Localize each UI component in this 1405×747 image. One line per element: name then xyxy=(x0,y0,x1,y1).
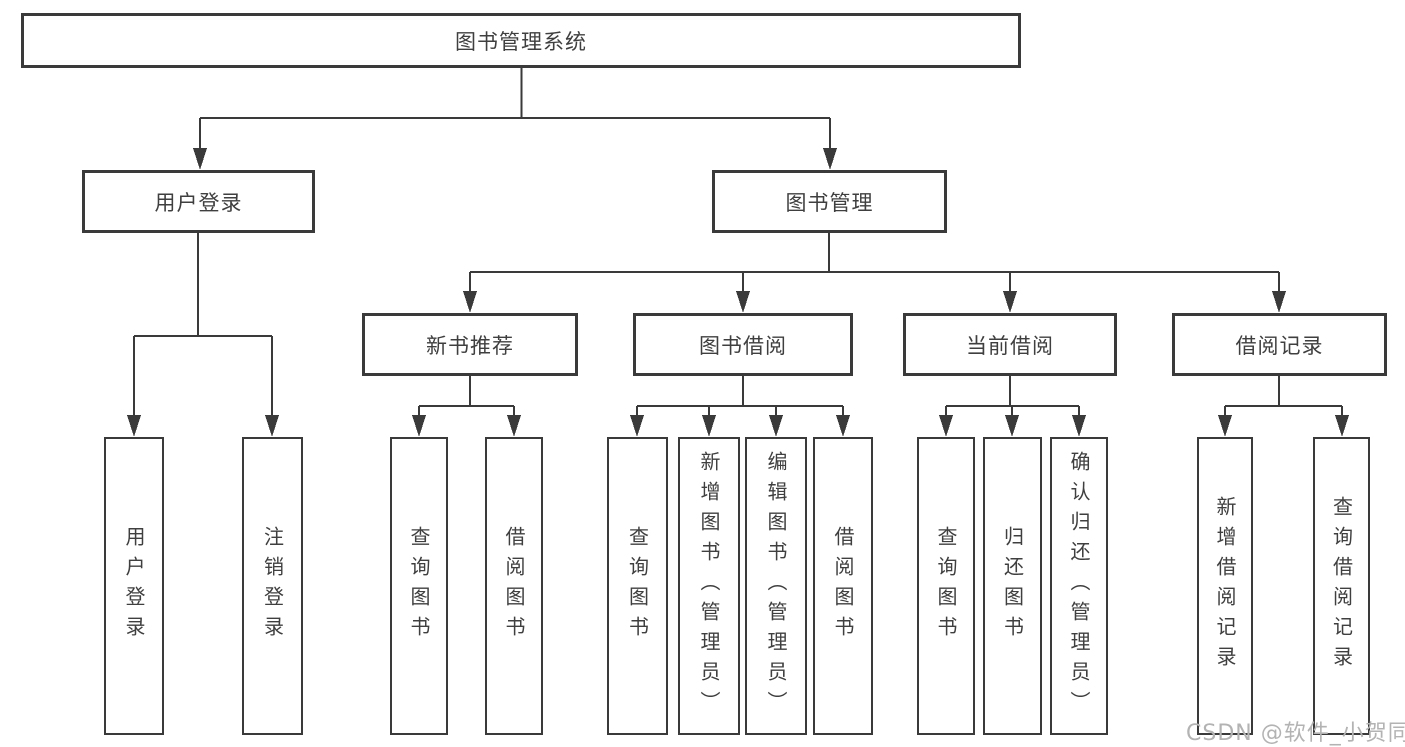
node-label: 借阅记录 xyxy=(1235,333,1324,358)
node-label: 图书借阅 xyxy=(699,333,787,358)
node-borrow-books-borrowing: 借阅图书 xyxy=(813,437,873,735)
node-label: 新增借阅记录 xyxy=(1213,496,1237,676)
node-label: 借阅图书 xyxy=(502,526,526,646)
node-query-books-current: 查询图书 xyxy=(917,437,975,735)
node-return-books: 归还图书 xyxy=(983,437,1042,735)
node-label: 查询借阅记录 xyxy=(1329,496,1354,676)
node-label: 查询图书 xyxy=(934,526,958,646)
node-label: 用户登录 xyxy=(122,526,146,646)
node-label: 编辑图书（管理员） xyxy=(764,451,788,721)
node-add-borrow-record: 新增借阅记录 xyxy=(1197,437,1253,735)
node-user-login: 用户登录 xyxy=(82,170,315,233)
node-logout: 注销登录 xyxy=(242,437,303,735)
node-borrow-books-recommend: 借阅图书 xyxy=(485,437,543,735)
node-label: 用户登录 xyxy=(154,190,243,215)
node-new-book-recommendation: 新书推荐 xyxy=(362,313,578,376)
node-confirm-return-admin: 确认归还（管理员） xyxy=(1050,437,1108,735)
node-query-books-recommend: 查询图书 xyxy=(390,437,448,735)
node-label: 新增图书（管理员） xyxy=(697,451,721,721)
node-label: 图书管理 xyxy=(785,190,874,215)
node-user-login-action: 用户登录 xyxy=(104,437,164,735)
node-label: 新书推荐 xyxy=(426,333,514,358)
node-label: 图书管理系统 xyxy=(455,29,587,54)
node-label: 借阅图书 xyxy=(831,526,855,646)
node-current-borrowing: 当前借阅 xyxy=(903,313,1117,376)
node-label: 注销登录 xyxy=(260,526,285,646)
node-label: 确认归还（管理员） xyxy=(1067,451,1091,721)
node-label: 当前借阅 xyxy=(966,333,1054,358)
node-edit-books-admin: 编辑图书（管理员） xyxy=(745,437,807,735)
csdn-watermark: CSDN @软件_小贺同学 xyxy=(1186,721,1405,746)
node-library-management-system: 图书管理系统 xyxy=(21,13,1021,68)
node-query-borrow-record: 查询借阅记录 xyxy=(1313,437,1370,735)
node-label: 查询图书 xyxy=(625,526,650,646)
node-book-management: 图书管理 xyxy=(712,170,947,233)
node-borrowing-records: 借阅记录 xyxy=(1172,313,1387,376)
node-book-borrowing: 图书借阅 xyxy=(633,313,853,376)
node-label: 归还图书 xyxy=(1000,526,1025,646)
node-add-books-admin: 新增图书（管理员） xyxy=(678,437,740,735)
node-query-books-borrowing: 查询图书 xyxy=(607,437,668,735)
node-label: 查询图书 xyxy=(407,526,431,646)
